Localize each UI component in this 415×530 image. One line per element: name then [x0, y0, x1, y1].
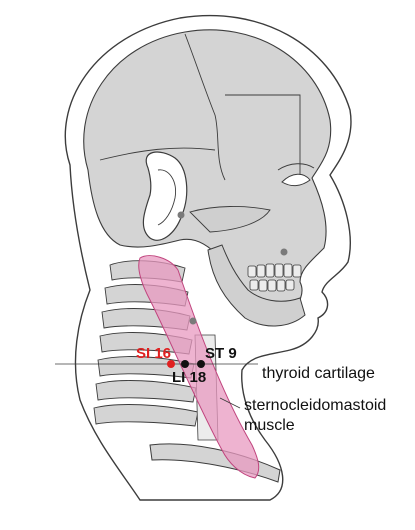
clavicle	[149, 443, 281, 483]
scm-label-line1: sternocleidomastoid	[244, 397, 387, 414]
eyebrow	[277, 163, 315, 171]
temporal-line	[225, 94, 301, 185]
mandible	[207, 244, 306, 327]
si16-point	[167, 360, 175, 368]
st9-point	[197, 360, 205, 368]
li18-label: LI 18	[172, 369, 207, 386]
li18-point	[181, 360, 189, 368]
teeth	[247, 263, 302, 292]
ear-inner	[157, 169, 176, 226]
skull	[83, 29, 332, 319]
grey-point-ear	[177, 211, 185, 219]
st9-label: ST 9	[205, 345, 237, 362]
thyroid-cartilage-label: thyroid cartilage	[262, 365, 375, 382]
grey-point-neck	[189, 317, 197, 325]
grey-point-jaw	[280, 248, 288, 256]
si16-label: SI 16	[136, 345, 172, 362]
scm-leader-line	[219, 397, 241, 409]
eye	[281, 173, 311, 187]
ear	[142, 151, 188, 241]
zygomatic-arch	[189, 206, 271, 233]
cranial-suture	[184, 33, 226, 181]
scm-label-line2: muscle	[244, 417, 295, 434]
cranial-suture-2	[99, 147, 216, 161]
